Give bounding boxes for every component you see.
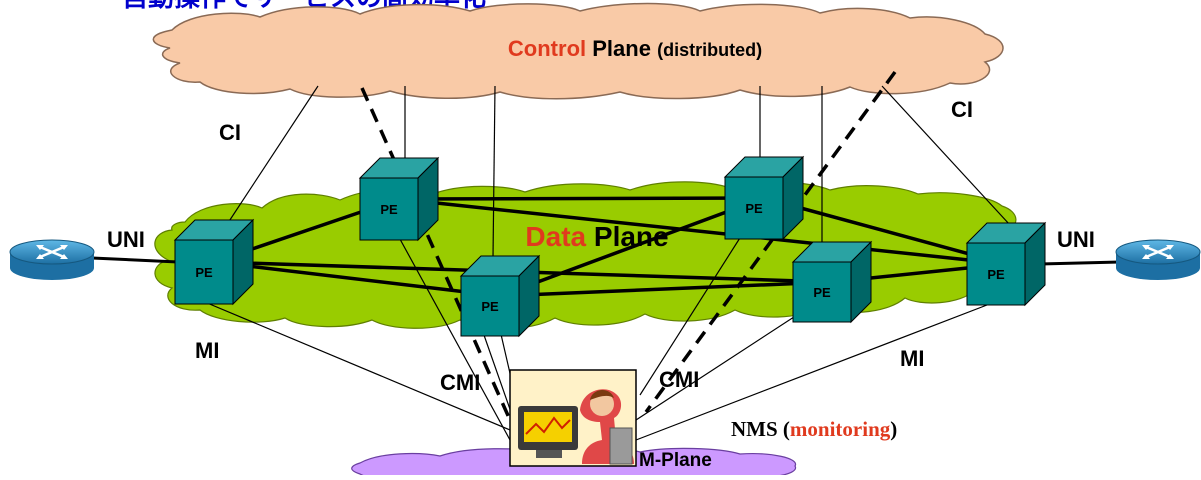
pe-label: PE xyxy=(380,202,398,217)
data-link xyxy=(499,280,833,298)
router-icon xyxy=(1115,239,1201,280)
pe-node: PE xyxy=(965,221,1047,307)
cmi-label-right: CMI xyxy=(659,367,699,392)
ci-label-right: CI xyxy=(951,97,973,122)
thin-link xyxy=(635,299,821,421)
uni-label-left: UNI xyxy=(107,227,145,252)
data-link xyxy=(499,196,765,298)
pe-node: PE xyxy=(459,254,541,338)
pe-node: PE xyxy=(723,155,805,241)
thin-link xyxy=(394,229,511,441)
cmi-dashed-links xyxy=(360,70,897,421)
data-link xyxy=(213,260,501,298)
uni-link-right xyxy=(1039,260,1121,266)
thin-link xyxy=(639,229,746,396)
thin-link xyxy=(221,85,319,233)
pe-label: PE xyxy=(195,265,213,280)
uni-label-right: UNI xyxy=(1057,227,1095,252)
cmi-dashed-link xyxy=(360,87,512,421)
operator-workstation-icon xyxy=(509,369,637,467)
thin-link xyxy=(881,85,1011,226)
control-plane-cloud: Control Plane (distributed) xyxy=(152,2,1004,100)
pe-label: PE xyxy=(481,299,499,314)
pe-label: PE xyxy=(745,201,763,216)
pe-node: PE xyxy=(173,218,255,306)
data-link xyxy=(398,196,765,201)
uni-link-left xyxy=(91,256,179,264)
data-plane-cloud: Data Plane xyxy=(154,181,1017,330)
mi-label-left: MI xyxy=(195,338,219,363)
pe-nodes: PE PE PE PE PE PE xyxy=(173,155,1047,338)
control-plane-label: Control Plane (distributed) xyxy=(508,36,762,61)
cmi-label-left: CMI xyxy=(440,370,480,395)
data-link xyxy=(398,197,1007,266)
data-link xyxy=(763,196,1007,266)
thin-link xyxy=(635,299,1001,441)
m-plane-label: M-Plane xyxy=(639,450,712,471)
pe-label: PE xyxy=(813,285,831,300)
thin-link xyxy=(199,299,511,431)
cmi-dashed-link xyxy=(644,70,897,414)
thin-link xyxy=(492,85,496,259)
router-icon xyxy=(9,239,95,280)
pe-node: PE xyxy=(791,240,873,324)
ci-label-left: CI xyxy=(219,120,241,145)
pe-label: PE xyxy=(987,267,1005,282)
pe-node: PE xyxy=(358,156,440,242)
mi-label-right: MI xyxy=(900,346,924,371)
nms-monitoring-label: NMS (monitoring) xyxy=(731,417,897,441)
